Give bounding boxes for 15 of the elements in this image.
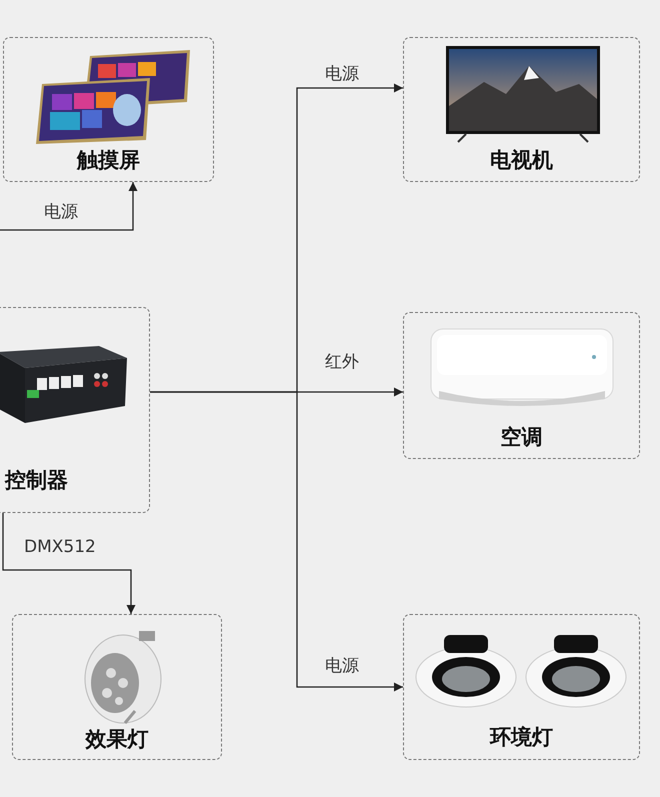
device-label: 环境灯 xyxy=(488,724,554,751)
arrow xyxy=(150,391,403,692)
device-box xyxy=(403,312,640,459)
device-label: 控制器 xyxy=(5,467,68,494)
device-box xyxy=(3,37,214,182)
device-box xyxy=(0,307,150,513)
device-box xyxy=(12,614,222,760)
device-box xyxy=(403,37,640,182)
device-label: 触摸屏 xyxy=(76,147,141,174)
device-box xyxy=(403,614,640,760)
arrow xyxy=(0,182,138,231)
device-label: 电视机 xyxy=(489,147,554,174)
device-label: 空调 xyxy=(500,424,544,451)
arrow xyxy=(2,513,136,614)
device-label: 效果灯 xyxy=(84,726,150,753)
